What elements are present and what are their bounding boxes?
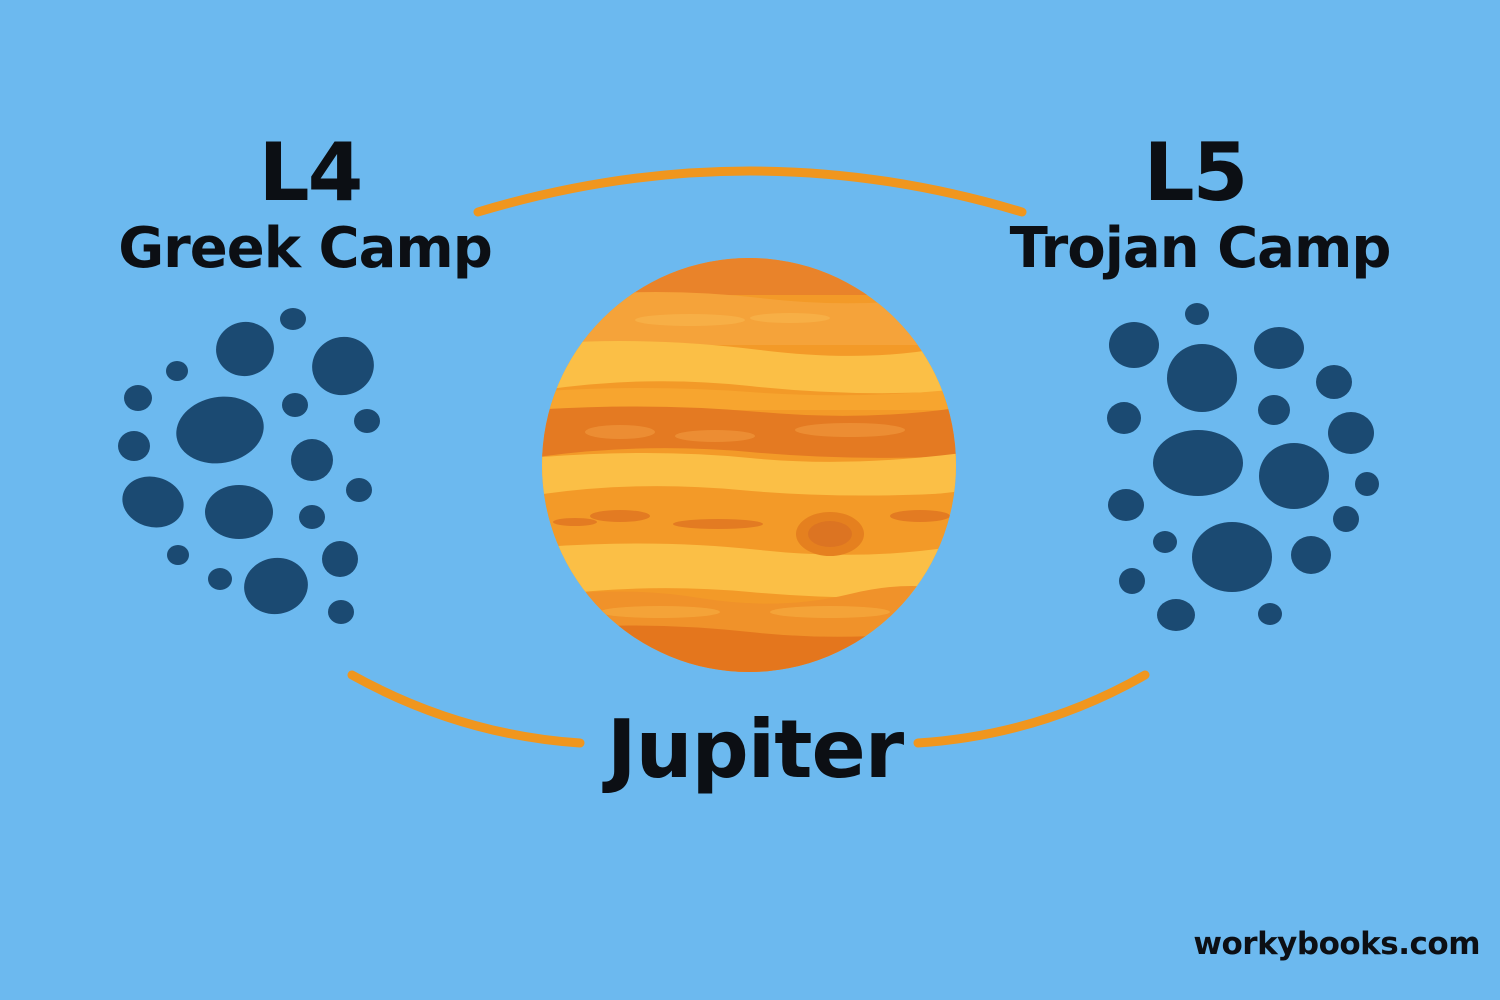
asteroid-icon	[118, 431, 150, 461]
asteroid-icon	[322, 541, 358, 577]
asteroid-icon	[124, 385, 152, 411]
asteroid-icon	[1167, 344, 1237, 412]
l4-point-label: L4	[258, 126, 364, 219]
asteroid-icon	[1258, 395, 1290, 425]
asteroid-icon	[205, 485, 273, 539]
trojan-camp-asteroids	[1107, 303, 1379, 631]
asteroid-icon	[1258, 603, 1282, 625]
orbit-arc-top	[473, 166, 1027, 217]
greek-camp-asteroids	[118, 308, 380, 624]
asteroid-icon	[208, 568, 232, 590]
asteroid-icon	[122, 476, 184, 528]
asteroid-icon	[346, 478, 372, 502]
asteroid-icon	[1333, 506, 1359, 532]
asteroid-icon	[1107, 402, 1141, 434]
asteroid-icon	[176, 396, 264, 464]
asteroid-icon	[1355, 472, 1379, 496]
asteroid-icon	[1328, 412, 1374, 454]
asteroid-icon	[282, 393, 308, 417]
asteroid-icon	[299, 505, 325, 529]
asteroid-icon	[354, 409, 380, 433]
orbit-arc-bottom-left	[347, 670, 585, 748]
asteroid-icon	[1108, 489, 1144, 521]
asteroid-icon	[1157, 599, 1195, 631]
jupiter-planet-icon	[542, 258, 956, 672]
trojan-camp-label: Trojan Camp	[1009, 216, 1392, 281]
asteroid-icon	[1109, 322, 1159, 368]
asteroid-icon	[1259, 443, 1329, 509]
asteroid-icon	[1185, 303, 1209, 325]
orbit-arc-bottom-right	[913, 670, 1150, 748]
asteroid-icon	[1153, 430, 1243, 496]
asteroid-icon	[280, 308, 306, 330]
asteroid-icon	[1192, 522, 1272, 592]
asteroid-icon	[167, 545, 189, 565]
asteroid-icon	[244, 557, 308, 615]
asteroid-icon	[1254, 327, 1304, 369]
jupiter-label: Jupiter	[606, 703, 904, 796]
asteroid-icon	[1119, 568, 1145, 594]
greek-camp-label: Greek Camp	[118, 216, 493, 281]
asteroid-icon	[216, 321, 274, 377]
asteroid-icon	[328, 600, 354, 624]
asteroid-icon	[166, 361, 188, 381]
asteroid-icon	[1291, 536, 1331, 574]
asteroid-icon	[1153, 531, 1177, 553]
asteroid-icon	[291, 439, 333, 481]
asteroid-icon	[312, 336, 374, 396]
asteroid-icon	[1316, 365, 1352, 399]
site-credit: workybooks.com	[1193, 926, 1480, 962]
l5-point-label: L5	[1143, 126, 1249, 219]
